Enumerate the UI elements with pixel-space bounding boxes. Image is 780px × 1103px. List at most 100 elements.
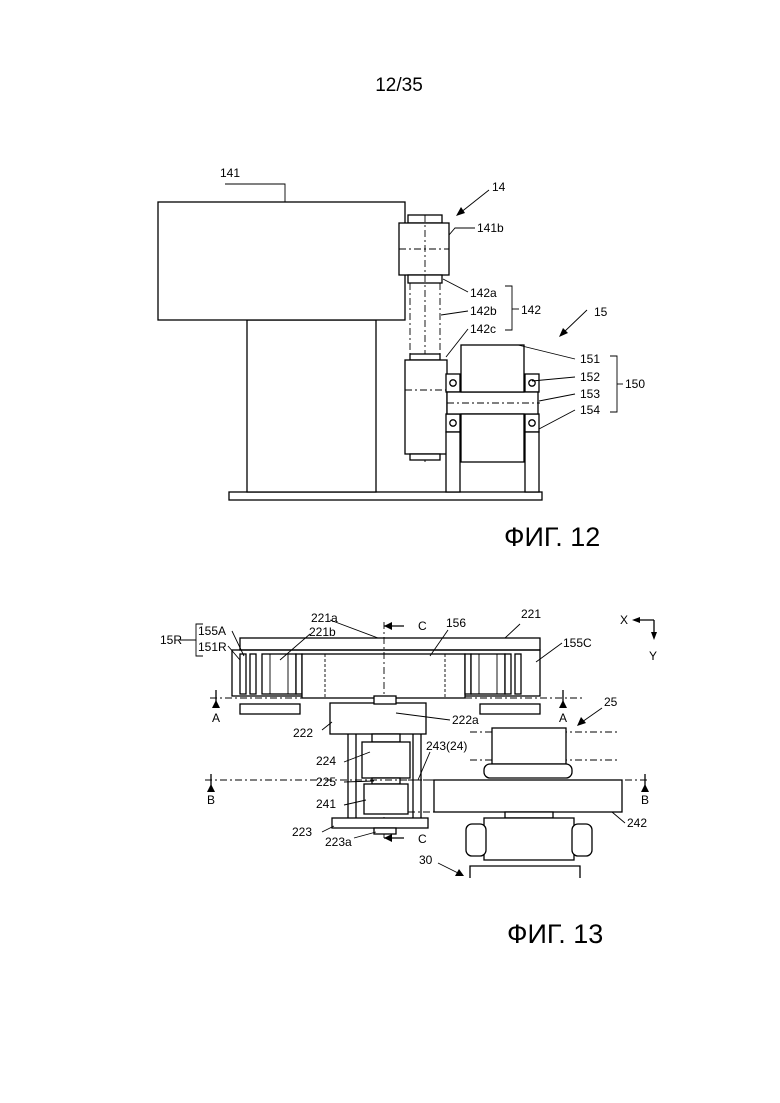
roller-plate [505,654,511,694]
section-arrow-C-bottom [384,834,392,842]
label-25: 25 [604,695,618,709]
brace-142 [505,286,512,330]
label-241: 241 [316,797,336,811]
label-224: 224 [316,754,336,768]
roller-25 [492,728,566,764]
roller-151-top [461,345,524,392]
label-A-right: A [559,711,567,725]
bearing-152-right-top [525,374,539,392]
label-142: 142 [521,303,541,317]
figure-12-caption: ФИГ. 12 [504,522,600,552]
roller-155A [262,654,296,694]
label-221a: 221a [311,611,338,625]
arrow-30 [438,863,460,874]
roller-plate [240,654,246,694]
label-222: 222 [293,726,313,740]
section-arrow-B-left [207,784,215,792]
section-arrow-A-left [212,700,220,708]
leader-223a [354,832,376,838]
roller-plate [296,654,302,694]
motor-stand [247,320,376,492]
label-15: 15 [594,305,608,319]
bottom-plate-right [480,704,540,714]
leader-142b [441,311,468,315]
leader-142a [443,279,468,292]
leader-242 [612,812,625,823]
hub-223a [374,828,396,834]
label-152: 152 [580,370,600,384]
label-142a: 142a [470,286,497,300]
fig13-drawing: 15R 155A 151R 221a 221b C 156 221 155C X… [160,607,657,878]
part-225 [372,778,400,784]
label-Y: Y [649,649,657,663]
pulley-142c-flange-bottom [410,454,440,460]
section-arrow-C-top [384,622,392,630]
label-223a: 223a [325,835,352,849]
leader-154 [539,410,575,429]
plate-223 [332,818,428,828]
bearing-152-right-bottom [525,414,539,432]
pulley-241 [364,784,408,814]
support-154-left [446,432,460,492]
figure-13-caption: ФИГ. 13 [507,919,603,949]
arrow-14 [460,190,489,213]
leader-221 [505,624,520,638]
label-151: 151 [580,352,600,366]
label-141b: 141b [477,221,504,235]
label-153: 153 [580,387,600,401]
bottom-plate-left [240,704,300,714]
unit-30-frame [470,866,580,878]
label-15R: 15R [160,633,182,647]
roller-25-base [484,764,572,778]
label-223: 223 [292,825,312,839]
label-B-right: B [641,793,649,807]
label-X: X [620,613,628,627]
arrow-15 [563,310,587,333]
unit-30-flange-right [572,824,592,856]
leader-223 [322,826,334,832]
leader-243 [418,752,430,780]
leader-141 [225,184,285,202]
label-222a: 222a [452,713,479,727]
unit-30-flange-left [466,824,486,856]
support-154-right [525,432,539,492]
roller-plate [465,654,471,694]
roller-156 [302,654,465,698]
leader-151 [518,345,575,359]
housing-141 [158,202,405,320]
unit-30-roller [484,818,574,860]
roller-155C-inner [471,654,505,694]
label-14: 14 [492,180,506,194]
label-151R: 151R [198,640,227,654]
label-225: 225 [316,775,336,789]
label-155A: 155A [198,624,226,638]
axis-x-arrow [632,617,640,623]
roller-plate [250,654,256,694]
leader-241 [344,800,366,805]
label-243-24: 243(24) [426,739,467,753]
label-B-left: B [207,793,215,807]
label-142c: 142c [470,322,496,336]
shaft-collar [372,734,400,742]
leader-151R [228,646,240,660]
label-30: 30 [419,853,433,867]
unit-30-hub [505,812,553,818]
leader-141b [449,228,475,235]
arrowhead-14 [456,207,465,216]
pulley-142c-flange-top [410,354,440,360]
roller-151-bottom [461,414,524,462]
bearing-152-left-bottom [446,414,460,432]
part-224 [362,742,410,778]
label-C-top: C [418,619,427,633]
label-141: 141 [220,166,240,180]
leader-153 [539,394,575,401]
pulley-242 [434,780,622,812]
label-150: 150 [625,377,645,391]
base-plate [229,492,542,500]
label-221b: 221b [309,625,336,639]
label-C-bottom: C [418,832,427,846]
bearing-152-left-top [446,374,460,392]
plate-221 [240,638,540,650]
section-arrow-A-right [559,700,567,708]
